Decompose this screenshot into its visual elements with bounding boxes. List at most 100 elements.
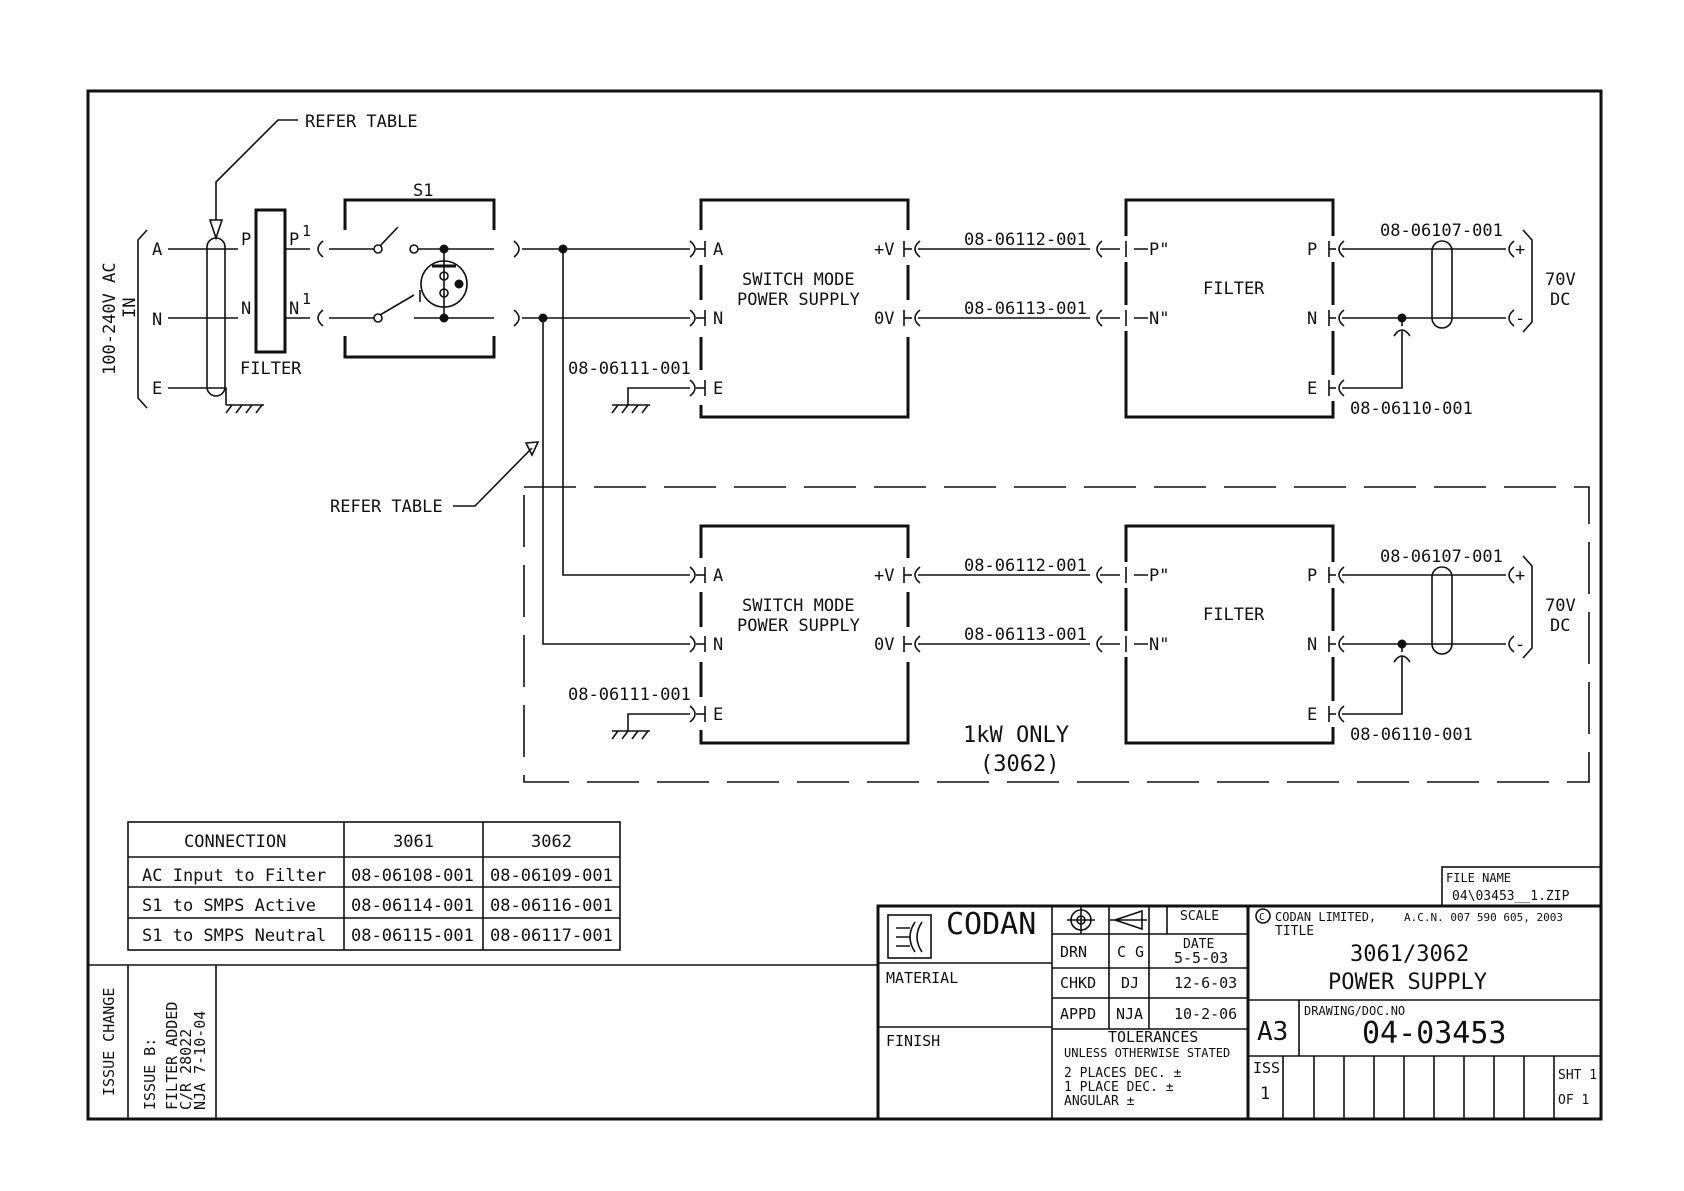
supply1-output-sleeve [1431, 240, 1453, 329]
drawing-border [86, 89, 1603, 1121]
title-line-2: POWER SUPPLY [1328, 970, 1487, 995]
option-note-2: (3062) [980, 752, 1059, 777]
psu2-label-2: POWER SUPPLY [737, 616, 860, 636]
finish-label: FINISH [886, 1032, 940, 1050]
table-row-1-3061: 08-06108-001 [351, 866, 474, 886]
filter2-pin-n-in: N" [1149, 635, 1169, 655]
refer-table-top: REFER TABLE [305, 112, 418, 132]
supply2-output-plus: + [1515, 566, 1525, 586]
drn-label: DRN [1060, 943, 1087, 961]
issue-entry-4: NJA 7-10-04 [191, 1011, 209, 1110]
connection-table: CONNECTION 3061 3062 AC Input to Filter … [127, 821, 621, 951]
psu1-pin-n: N [713, 309, 723, 329]
filter2-pin-n-out: N [1307, 635, 1317, 655]
supply2-cable-pos: 08-06112-001 [964, 556, 1087, 576]
supply1-cable-neg: 08-06113-001 [964, 299, 1087, 319]
filter1-pin-p-in: P" [1149, 240, 1169, 260]
psu2-pin-e: E [713, 705, 723, 725]
chkd-by: DJ [1121, 974, 1139, 992]
chkd-label: CHKD [1060, 974, 1096, 992]
supply2-cable-neg: 08-06113-001 [964, 625, 1087, 645]
psu2-pin-a: A [713, 566, 723, 586]
issue-log: ISSUE CHANGE ISSUE B: FILTER ADDED C/R 2… [88, 964, 878, 1119]
filter1-label: FILTER [1203, 279, 1265, 299]
input-filter-pin-n-sup: 1 [302, 290, 311, 308]
psu2-pin-pos: +V [874, 566, 894, 586]
supply2-earth-cable-out: 08-06110-001 [1350, 725, 1473, 745]
issue-log-heading: ISSUE CHANGE [100, 988, 118, 1096]
table-row-1-label: AC Input to Filter [142, 866, 326, 886]
switch-label: S1 [413, 181, 433, 201]
company-name: CODAN [946, 907, 1036, 942]
option-note-1: 1kW ONLY [963, 723, 1069, 748]
supply1-cable-pos: 08-06112-001 [964, 230, 1087, 250]
psu1-pin-a: A [713, 240, 723, 260]
input-bracket [137, 229, 148, 409]
ac-input-section: 100-240V AC IN A N E REFER TABLE [100, 112, 418, 414]
issue-entry-3: C/R 28022 [177, 1029, 195, 1110]
input-filter: FILTER P N P 1 N 1 [240, 208, 324, 379]
supply-1: A N E SWITCH MODE POWER SUPPLY 08-06111-… [568, 198, 1576, 419]
supply1-output-label-1: 70V [1545, 270, 1576, 290]
option-dashed-border [523, 486, 1590, 783]
input-voltage-label: 100-240V AC [100, 262, 120, 375]
drn-date: 5-5-03 [1174, 949, 1228, 967]
tolerances-label: TOLERANCES [1108, 1028, 1198, 1046]
input-filter-label: FILTER [240, 359, 302, 379]
sheet-size: A3 [1257, 1017, 1288, 1047]
supply1-earth-cable-out: 08-06110-001 [1350, 399, 1473, 419]
scale-label: SCALE [1180, 909, 1219, 924]
filter1-pin-e-out: E [1307, 379, 1317, 399]
issue-entry-2: FILTER ADDED [163, 1002, 181, 1110]
projection-symbol-icon [1067, 906, 1147, 934]
codan-logo-icon [887, 914, 932, 959]
tolerances-2dec: 2 PLACES DEC. ± [1064, 1066, 1182, 1081]
tolerances-1dec: 1 PLACE DEC. ± [1064, 1080, 1174, 1095]
supply2-output-sleeve [1431, 566, 1453, 655]
supply1-output-plus: + [1515, 240, 1525, 260]
copyright-icon [1255, 908, 1271, 924]
input-filter-pin-n-left: N [241, 299, 251, 319]
psu1-pin-pos: +V [874, 240, 894, 260]
table-header-connection: CONNECTION [184, 832, 286, 852]
psu1-label-2: POWER SUPPLY [737, 290, 860, 310]
psu2-pin-n: N [713, 635, 723, 655]
table-row-3-3061: 08-06115-001 [351, 926, 474, 946]
psu2-earth-cable: 08-06111-001 [568, 685, 691, 705]
file-name-label: FILE NAME [1446, 871, 1511, 885]
psu1-pin-neg: 0V [874, 309, 894, 329]
refer-table-mid: REFER TABLE [330, 497, 443, 517]
title-label: TITLE [1275, 924, 1314, 939]
supply1-output-minus: - [1515, 309, 1525, 329]
doc-no-label: DRAWING/DOC.NO [1304, 1004, 1405, 1018]
psu2-label-1: SWITCH MODE [742, 596, 855, 616]
filter2-label: FILTER [1203, 605, 1265, 625]
input-terminal-e: E [152, 379, 162, 399]
distribution-wiring: REFER TABLE [330, 240, 690, 645]
iss-value: 1 [1260, 1084, 1270, 1104]
drn-by: C G [1117, 943, 1144, 961]
table-row-2-label: S1 to SMPS Active [142, 896, 316, 916]
table-header-3062: 3062 [531, 832, 572, 852]
switch-indicator [420, 260, 468, 308]
appd-date: 10-2-06 [1174, 1005, 1237, 1023]
input-terminal-n: N [152, 310, 162, 330]
psu2-pin-neg: 0V [874, 635, 894, 655]
input-terminal-a: A [152, 240, 162, 260]
psu1-label-1: SWITCH MODE [742, 270, 855, 290]
table-row-2-3061: 08-06114-001 [351, 896, 474, 916]
filter2-pin-p-out: P [1307, 566, 1317, 586]
supply2-output-label-2: DC [1550, 616, 1570, 636]
input-voltage-label-2: IN [120, 298, 140, 318]
supply2-output-minus: - [1515, 635, 1525, 655]
table-row-3-label: S1 to SMPS Neutral [142, 926, 326, 946]
filter2-pin-e-out: E [1307, 705, 1317, 725]
date-label: DATE [1183, 937, 1214, 952]
chkd-date: 12-6-03 [1174, 974, 1237, 992]
psu1-earth-cable: 08-06111-001 [568, 359, 691, 379]
appd-label: APPD [1060, 1005, 1096, 1023]
filter1-pin-n-out: N [1307, 309, 1317, 329]
material-label: MATERIAL [886, 969, 958, 987]
supply1-output-label-2: DC [1550, 290, 1570, 310]
